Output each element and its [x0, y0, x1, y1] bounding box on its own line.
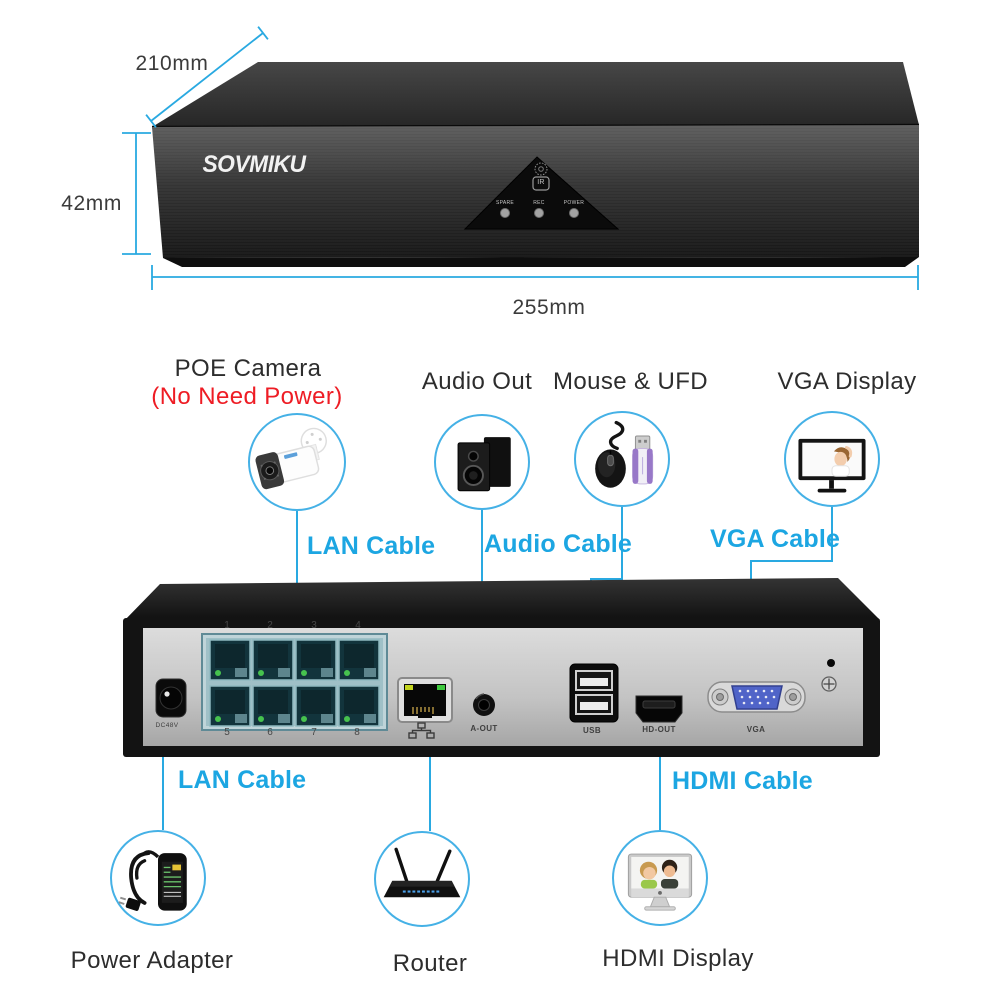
poe-ports-row-1 [209, 639, 380, 681]
poe-num-6: 6 [267, 727, 273, 738]
nvr-front-view [122, 26, 920, 290]
lan-cable-top-label: LAN Cable [307, 532, 436, 560]
hd-out-label: HD-OUT [642, 725, 676, 734]
hdmi-display-circle [612, 830, 708, 926]
usb-label: USB [582, 726, 602, 735]
audio-out-port [473, 693, 495, 716]
router-icon [383, 847, 461, 898]
dim-depth-label: 210mm [135, 52, 209, 75]
power-adapter-icon [118, 850, 187, 911]
audio-out-label: Audio Out [421, 368, 533, 395]
front-top-face [152, 62, 919, 127]
hdmi-cable-label: HDMI Cable [672, 767, 813, 795]
mouse-ufd-circle [574, 411, 670, 507]
poe-num-1: 1 [224, 620, 230, 631]
vga-monitor-icon [798, 438, 866, 493]
mouse-ufd-label: Mouse & UFD [552, 368, 709, 395]
brand-logo: SOVMIKU [202, 151, 306, 178]
vga-port [707, 681, 806, 713]
front-bottom-edge [163, 257, 919, 267]
power-adapter-label: Power Adapter [70, 947, 234, 974]
hdmi-display-label: HDMI Display [602, 945, 754, 972]
nvr-rear-view [123, 578, 880, 757]
speakers-icon [457, 437, 511, 492]
vga-display-circle [784, 411, 880, 507]
dim-height-label: 42mm [61, 192, 122, 215]
hdmi-display-icon [627, 853, 693, 911]
audio-cable-label: Audio Cable [484, 530, 633, 558]
poe-num-2: 2 [267, 620, 273, 631]
rec-led [534, 208, 544, 218]
poe-num-5: 5 [224, 727, 230, 738]
poe-num-3: 3 [311, 620, 317, 631]
poe-camera-circle [248, 413, 346, 511]
poe-port-block [201, 633, 388, 731]
ground-screw [821, 676, 837, 692]
vga-port-label: VGA [746, 725, 766, 734]
ir-label-box [532, 176, 550, 191]
no-need-power-note: (No Need Power) [151, 383, 343, 410]
hdmi-port [635, 695, 683, 723]
audio-out-circle [434, 414, 530, 510]
power-label: POWER [563, 200, 585, 206]
dc48v-label: DC48V [155, 722, 179, 729]
vent-hole [827, 659, 835, 667]
lan-cable-bottom-label: LAN Cable [178, 766, 307, 794]
vga-cable-label: VGA Cable [710, 525, 841, 553]
poe-camera-icon [255, 427, 327, 490]
lan-port [397, 677, 453, 739]
ethernet-icon [408, 722, 435, 739]
poe-num-4: 4 [355, 620, 361, 631]
dimension-lines [122, 26, 919, 290]
spare-label: SPARE [495, 200, 515, 206]
ir-receiver-icon [534, 162, 548, 176]
poe-camera-label: POE Camera [174, 355, 322, 382]
a-out-label: A-OUT [470, 724, 498, 733]
rear-top-face [123, 578, 880, 622]
poe-num-7: 7 [311, 727, 317, 738]
dc-power-port [155, 678, 187, 718]
vga-display-label: VGA Display [777, 368, 917, 395]
router-label: Router [392, 950, 468, 977]
power-adapter-circle [110, 830, 206, 926]
power-led [569, 208, 579, 218]
dim-width-label: 255mm [512, 296, 586, 319]
mouse-ufd-icon [595, 420, 654, 488]
rec-label: REC [533, 200, 545, 206]
poe-num-8: 8 [354, 727, 360, 738]
ir-label: IR [537, 179, 545, 186]
poe-ports-row-2 [209, 685, 380, 727]
usb-ports [569, 663, 619, 723]
front-indicator-panel [463, 156, 620, 230]
router-circle [374, 831, 470, 927]
spare-led [500, 208, 510, 218]
